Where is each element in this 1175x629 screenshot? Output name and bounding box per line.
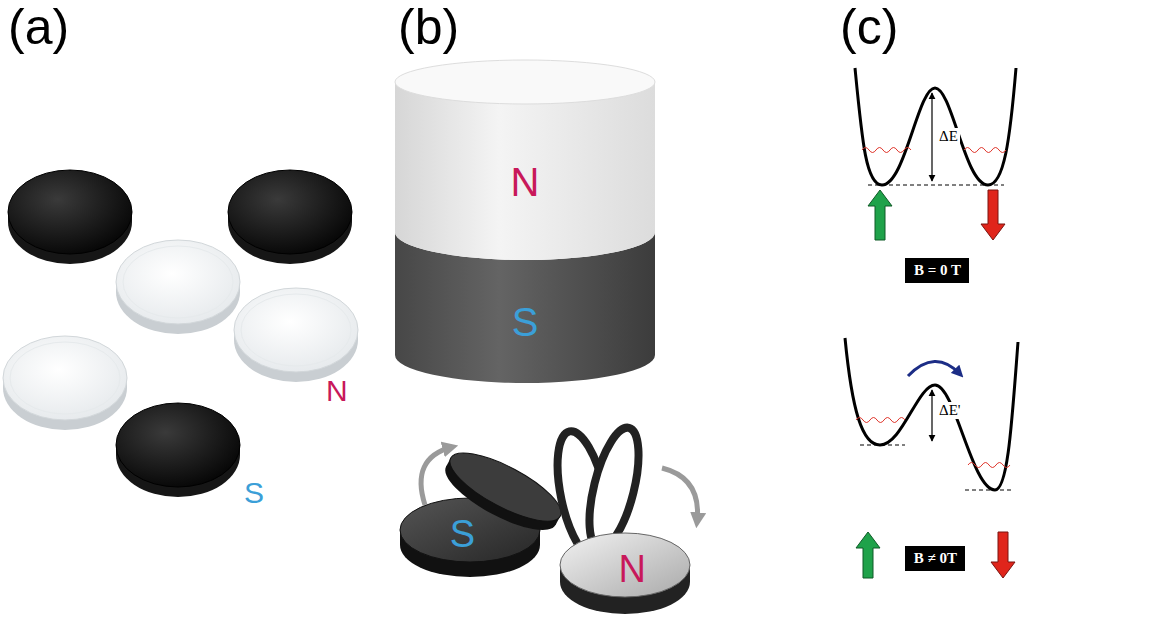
panel-label: (c)	[840, 2, 898, 52]
pole-label: N	[326, 376, 348, 406]
node-text: B ≠ 0T	[913, 550, 957, 567]
bar-magnet	[395, 60, 655, 383]
node-text: N	[511, 160, 540, 204]
south-pole: S	[508, 298, 543, 346]
white-disc	[234, 288, 358, 382]
south-disc: S	[447, 514, 477, 556]
tilted-well-potential	[845, 338, 1018, 578]
field-box: B ≠ 0T	[905, 546, 965, 571]
white-disc	[3, 336, 127, 430]
black-disc	[8, 170, 132, 264]
white-disc	[116, 240, 240, 334]
barrier-label: ΔE'	[937, 402, 963, 419]
node-text: B = 0 T	[913, 262, 961, 279]
panel-label: (b)	[398, 2, 459, 52]
barrier-label: ΔE	[937, 128, 960, 145]
field-box: B = 0 T	[905, 258, 969, 283]
north-pole: N	[507, 158, 544, 206]
node-text: S	[449, 514, 475, 556]
double-well-potential	[855, 68, 1016, 240]
node-text: N	[618, 549, 646, 591]
node-text: S	[512, 300, 539, 344]
north-disc: N	[616, 549, 648, 591]
black-disc	[116, 403, 240, 497]
flipping-discs	[400, 423, 698, 614]
pole-label: S	[244, 478, 264, 508]
black-disc	[228, 170, 352, 264]
panel-label: (a)	[8, 2, 69, 52]
